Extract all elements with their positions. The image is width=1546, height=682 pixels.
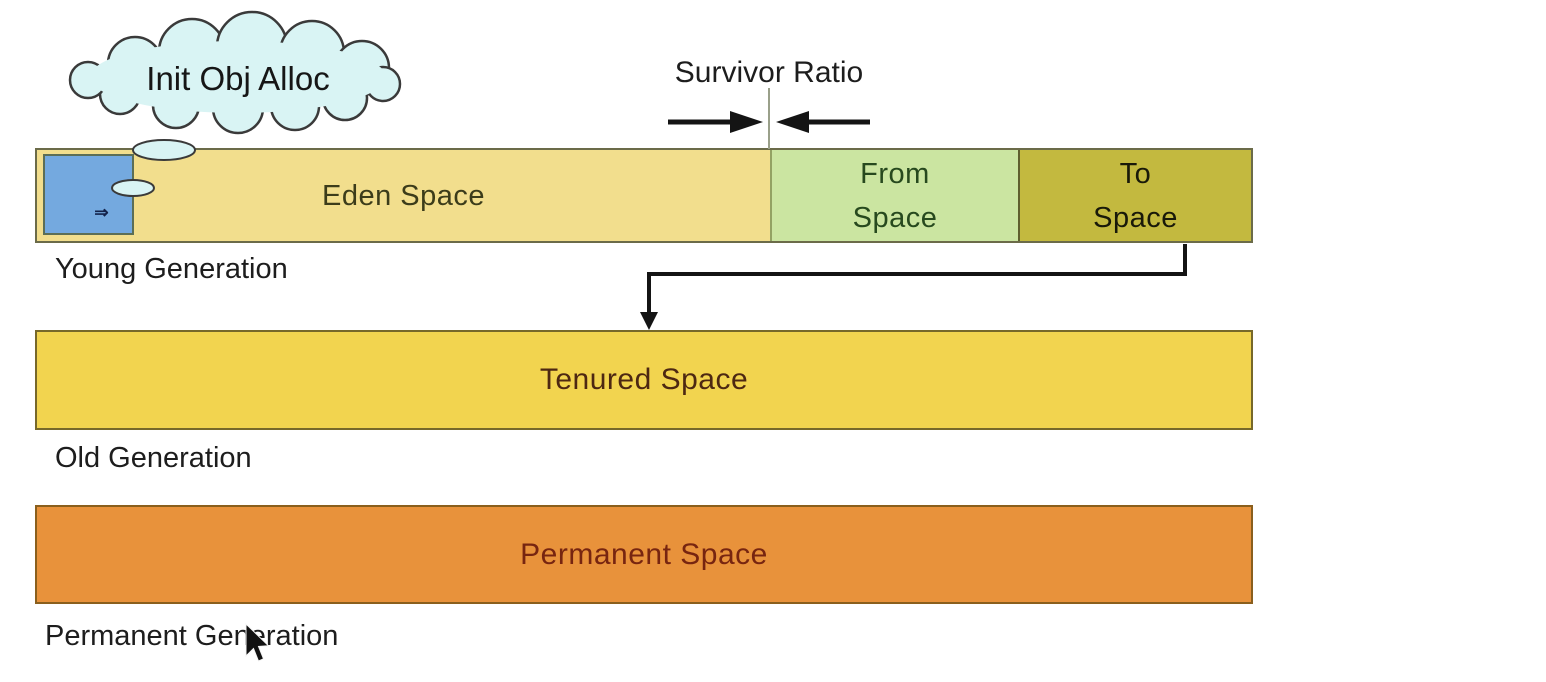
to-space-section: To Space <box>1018 150 1251 241</box>
to-space-label: To Space <box>1093 157 1178 234</box>
young-generation-label: Young Generation <box>55 253 288 285</box>
permanent-generation-label: Permanent Generation <box>45 620 339 652</box>
eden-space-label: Eden Space <box>321 179 485 212</box>
permanent-space-label: Permanent Space <box>520 537 768 571</box>
old-generation-bar: Tenured Space <box>35 330 1253 430</box>
from-space-label: From Space <box>852 157 938 234</box>
survivor-ratio-label: Survivor Ratio <box>674 56 864 89</box>
from-space-section: From Space <box>770 150 1018 241</box>
init-obj-alloc-label: Init Obj Alloc <box>146 60 329 97</box>
to-space-to-tenured-arrow <box>640 244 1187 330</box>
young-generation-bar: Eden Space From Space To Space <box>35 148 1253 243</box>
eden-space-section: Eden Space <box>37 150 770 241</box>
thought-cloud-icon <box>68 10 402 135</box>
permanent-generation-bar: Permanent Space <box>35 505 1253 604</box>
allocation-arrow-glyph: ⇒ <box>94 203 109 222</box>
init-object-allocation-box: ⇒ <box>43 154 134 235</box>
tenured-space-label: Tenured Space <box>539 363 749 396</box>
survivor-ratio-arrows <box>668 111 870 133</box>
old-generation-label: Old Generation <box>55 442 252 474</box>
